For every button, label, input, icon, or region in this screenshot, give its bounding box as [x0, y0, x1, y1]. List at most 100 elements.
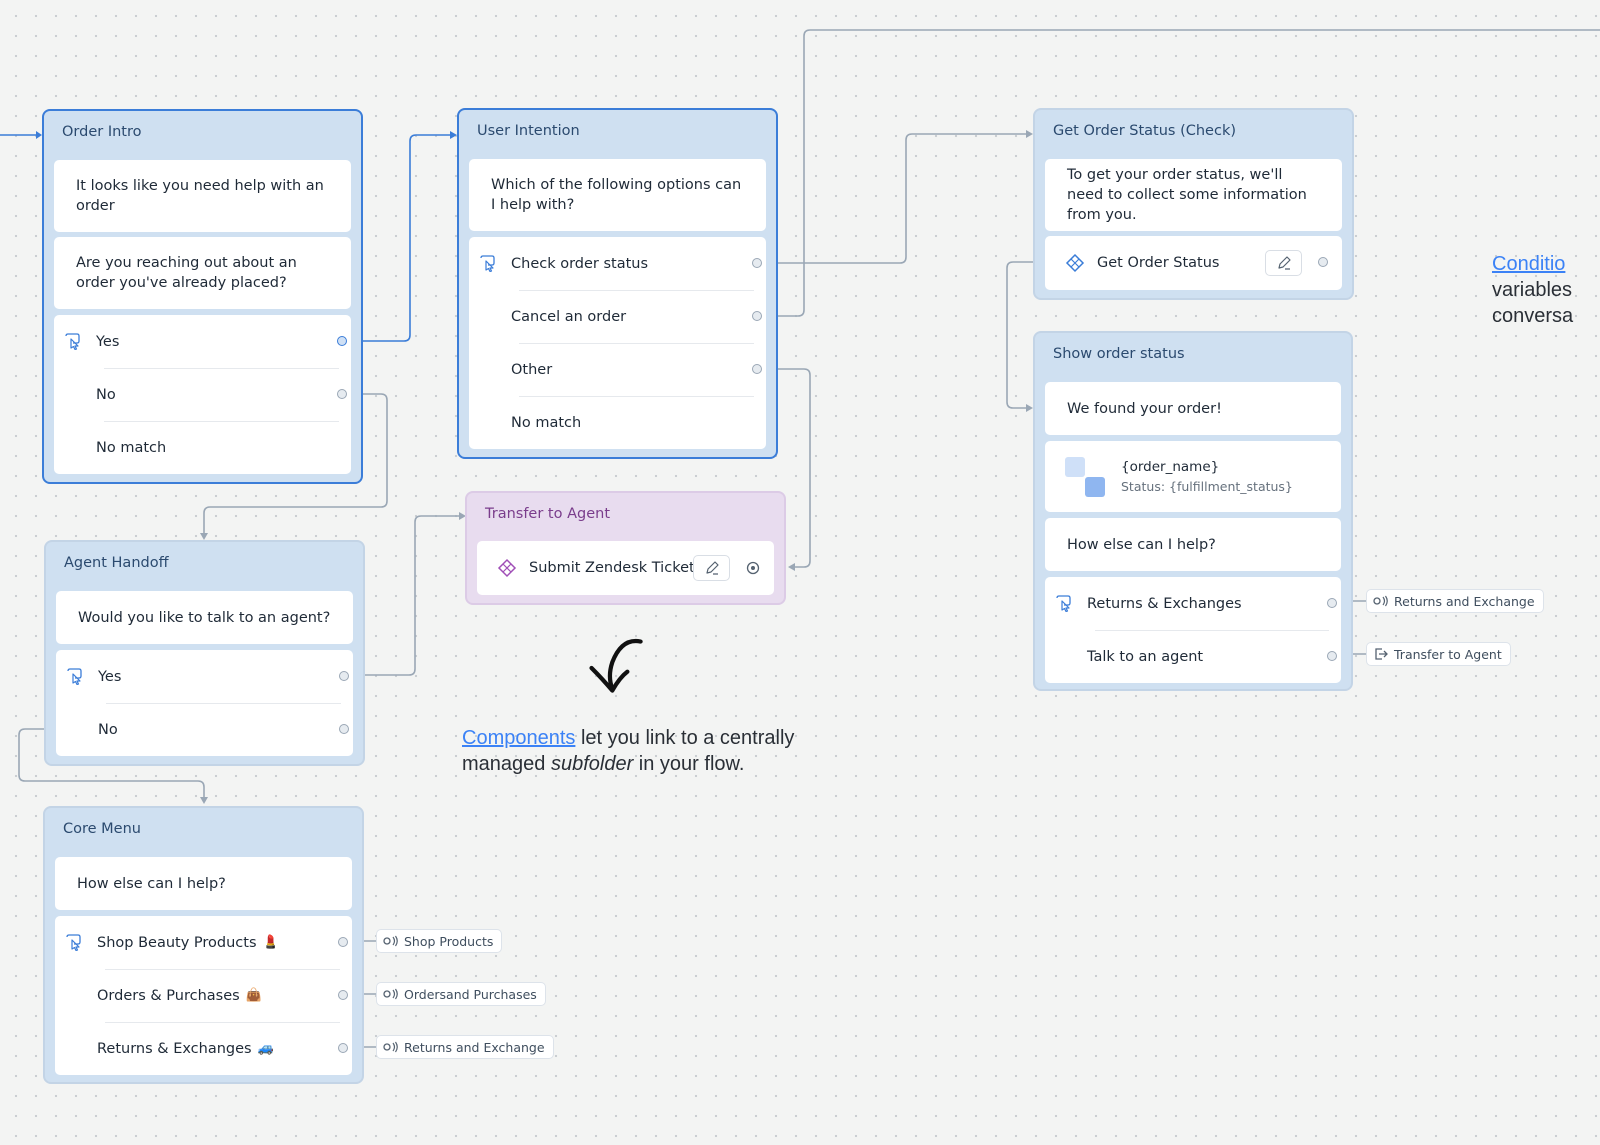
choice-yes[interactable]: Yes — [56, 315, 349, 368]
choice-icon — [67, 668, 82, 685]
choice-returns-exchanges[interactable]: Returns & Exchanges — [1047, 577, 1339, 630]
choice-label: Cancel an order — [511, 308, 627, 325]
message-text: It looks like you need help with an orde… — [76, 178, 324, 214]
choice-shop-beauty-products[interactable]: Shop Beauty Products💄 — [57, 916, 350, 969]
connector-port[interactable] — [338, 990, 348, 1000]
message-card[interactable]: To get your order status, we'll need to … — [1045, 159, 1342, 231]
choice-label: No match — [96, 439, 167, 456]
connector-port[interactable] — [339, 724, 349, 734]
note-text: managed — [462, 753, 551, 775]
choice-check-order-status[interactable]: Check order status — [471, 237, 764, 290]
choice-talk-to-agent[interactable]: Talk to an agent — [1047, 630, 1339, 683]
choice-label: Talk to an agent — [1087, 648, 1204, 665]
choice-other[interactable]: Other — [471, 343, 764, 396]
connector-yes-user-intention — [354, 134, 452, 342]
connector-port[interactable] — [338, 1043, 348, 1053]
connector-port[interactable] — [1327, 598, 1337, 608]
block-title: Transfer to Agent — [485, 506, 610, 522]
connector-port[interactable] — [752, 311, 762, 321]
note-italic: subfolder — [550, 753, 634, 775]
message-card[interactable]: How else can I help? — [55, 857, 352, 910]
goto-tag-returns-exchange[interactable]: Returns and Exchange — [376, 1035, 554, 1059]
component-card[interactable]: Submit Zendesk Ticket — [477, 541, 774, 595]
choice-no[interactable]: No — [56, 368, 349, 421]
note-text: let you link to a centrally — [575, 727, 795, 749]
choice-returns-exchanges[interactable]: Returns & Exchanges🚙 — [57, 1022, 350, 1075]
choice-icon — [1056, 595, 1071, 612]
connector-port[interactable] — [1327, 651, 1337, 661]
choice-icon — [480, 255, 495, 272]
choice-label: Returns & Exchanges — [97, 1040, 252, 1057]
component-icon — [1065, 253, 1085, 273]
note-text: in your flow. — [633, 753, 745, 775]
message-card[interactable]: Which of the following options can I hel… — [469, 159, 766, 231]
message-text: Which of the following options can I hel… — [491, 177, 742, 213]
choice-no-match[interactable]: No match — [471, 396, 764, 449]
block-user-intention[interactable]: User Intention Which of the following op… — [457, 108, 778, 459]
connector-check-status-get-order — [768, 133, 1028, 264]
choice-label: Shop Beauty Products — [97, 934, 257, 951]
choice-yes[interactable]: Yes — [58, 650, 351, 703]
target-port-icon[interactable] — [746, 561, 760, 575]
block-get-order-status[interactable]: Get Order Status (Check) To get your ord… — [1033, 108, 1354, 300]
message-card[interactable]: We found your order! — [1045, 382, 1341, 435]
order-card-subtitle: Status: {fulfillment_status} — [1121, 479, 1293, 494]
conditions-link[interactable]: Conditio — [1492, 253, 1566, 275]
choices-card — [469, 237, 766, 449]
connector-port[interactable] — [337, 336, 347, 346]
choices-card — [1045, 577, 1341, 683]
message-card[interactable]: It looks like you need help with an orde… — [54, 160, 351, 232]
choice-icon — [66, 934, 81, 951]
exit-flow-icon — [1375, 648, 1388, 660]
message-card[interactable]: Are you reaching out about an order you'… — [54, 237, 351, 309]
message-text: Are you reaching out about an order you'… — [76, 255, 297, 291]
tag-label: Returns and Exchange — [404, 1039, 545, 1055]
block-title: User Intention — [477, 123, 580, 139]
goto-block-icon — [383, 1041, 398, 1053]
components-note: Components let you link to a centrally m… — [462, 725, 794, 777]
message-text: We found your order! — [1067, 400, 1222, 417]
block-transfer-to-agent[interactable]: Transfer to Agent Submit Zendesk Ticket — [465, 491, 786, 605]
connector-port[interactable] — [752, 364, 762, 374]
connector-port[interactable] — [339, 671, 349, 681]
block-agent-handoff[interactable]: Agent Handoff Would you like to talk to … — [44, 540, 365, 766]
message-card[interactable]: Would you like to talk to an agent? — [56, 591, 353, 644]
component-icon — [497, 558, 517, 578]
choice-label: Check order status — [511, 255, 649, 272]
goto-block-icon — [1373, 595, 1388, 607]
block-title: Order Intro — [62, 124, 142, 140]
edit-component-button[interactable] — [1265, 250, 1302, 276]
goto-tag-shop-products[interactable]: Shop Products — [376, 929, 503, 953]
connector-port[interactable] — [1318, 257, 1328, 267]
components-link[interactable]: Components — [462, 727, 576, 749]
component-label: Submit Zendesk Ticket — [529, 560, 695, 576]
choice-label: No — [96, 386, 116, 403]
tag-label: Ordersand Purchases — [404, 986, 537, 1002]
block-core-menu[interactable]: Core Menu How else can I help? Shop Beau… — [43, 806, 364, 1084]
image-placeholder-icon — [1065, 457, 1105, 497]
block-title: Agent Handoff — [64, 555, 169, 571]
connector-port[interactable] — [337, 389, 347, 399]
choice-label: Returns & Exchanges — [1087, 595, 1242, 612]
pencil-icon — [1277, 256, 1291, 270]
edit-component-button[interactable] — [693, 555, 730, 581]
goto-tag-returns-exchange[interactable]: Returns and Exchange — [1366, 589, 1544, 613]
message-card[interactable]: How else can I help? — [1045, 518, 1341, 571]
connector-port[interactable] — [752, 258, 762, 268]
block-show-order-status[interactable]: Show order status We found your order! {… — [1033, 331, 1353, 691]
goto-tag-orders-purchases[interactable]: Ordersand Purchases — [376, 982, 546, 1006]
component-card[interactable]: Get Order Status — [1045, 236, 1342, 290]
choice-no[interactable]: No — [58, 703, 351, 756]
choice-label: Yes — [96, 333, 120, 350]
message-text: Would you like to talk to an agent? — [78, 609, 331, 626]
note-text: conversa — [1492, 305, 1574, 327]
goto-tag-transfer-agent[interactable]: Transfer to Agent — [1366, 642, 1511, 666]
block-title: Core Menu — [63, 821, 141, 837]
connector-port[interactable] — [338, 937, 348, 947]
choice-cancel-order[interactable]: Cancel an order — [471, 290, 764, 343]
choice-icon — [65, 333, 80, 350]
order-card[interactable]: {order_name} Status: {fulfillment_status… — [1045, 441, 1341, 512]
choice-orders-purchases[interactable]: Orders & Purchases👜 — [57, 969, 350, 1022]
choice-no-match[interactable]: No match — [56, 421, 349, 474]
block-order-intro[interactable]: Order Intro It looks like you need help … — [42, 109, 363, 484]
